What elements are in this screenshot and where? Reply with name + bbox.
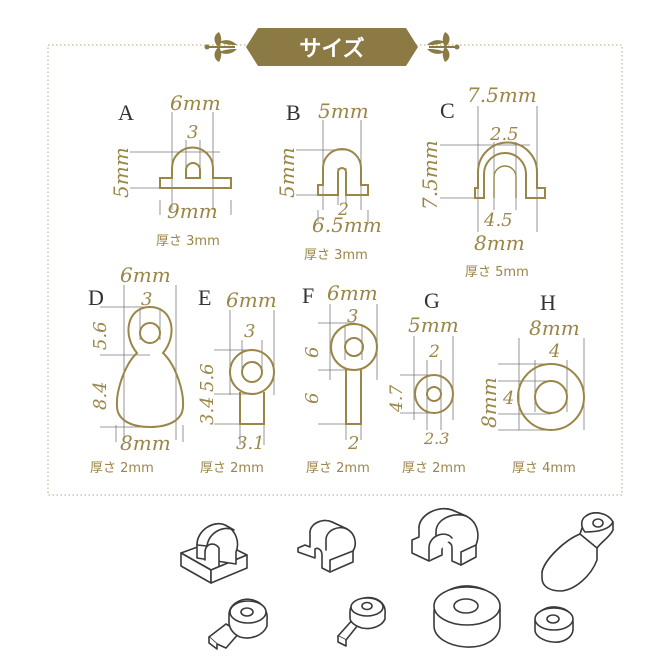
part-e-tab-w: 3.1 — [236, 433, 265, 454]
part-f-ring-h: 6 — [302, 347, 323, 358]
part-h-thickness: 厚さ 4mm — [512, 461, 576, 476]
part-f-hole: 3 — [347, 306, 358, 327]
part-d-diagram: D 6mm 3 5.6 8.4 8mm 厚さ 2mm — [88, 263, 185, 476]
part-g-width: 5mm — [408, 313, 459, 337]
part-e-diagram: E 6mm 3 5.6 3.4 3.1 厚さ 2mm — [197, 285, 277, 476]
part-c-base: 8mm — [474, 231, 525, 255]
part-d-width: 6mm — [120, 263, 171, 287]
part-f-diagram: F 6mm 3 6 6 2 厚さ 2mm — [302, 281, 378, 476]
part-b-slot: 2 — [337, 200, 349, 220]
part-e-3d — [208, 598, 268, 650]
part-d-3d — [541, 512, 614, 592]
part-c-gap: 4.5 — [483, 210, 513, 231]
part-b-diagram: B 5mm 5mm 2 6.5mm 厚さ 3mm — [275, 99, 382, 263]
part-g-thickness: 厚さ 2mm — [402, 461, 466, 476]
part-a-thickness: 厚さ 3mm — [156, 234, 220, 249]
part-d-thickness: 厚さ 2mm — [90, 461, 154, 476]
part-h-width: 8mm — [529, 316, 580, 340]
part-e-tab-h: 3.4 — [197, 396, 218, 425]
part-b-height: 5mm — [275, 147, 299, 198]
part-e-ring-h: 5.6 — [197, 363, 218, 392]
part-b-thickness: 厚さ 3mm — [304, 248, 368, 263]
part-a-base: 9mm — [167, 199, 218, 223]
part-h-3d — [433, 585, 501, 648]
part-e-label: E — [198, 285, 211, 310]
part-d-body-h: 8.4 — [90, 381, 111, 410]
part-a-diagram: A 6mm 3 5mm 9mm 厚さ 3mm — [109, 91, 232, 249]
part-c-thickness: 厚さ 5mm — [465, 265, 529, 280]
part-c-diagram: C 7.5mm 2.5 7.5mm 4.5 8mm 厚さ 5mm — [418, 83, 546, 280]
part-c-height: 7.5mm — [418, 140, 442, 210]
part-h-height: 8mm — [477, 377, 501, 428]
part-c-inner: 2.5 — [489, 124, 519, 145]
part-f-label: F — [302, 283, 314, 308]
part-c-label: C — [440, 98, 455, 123]
part-f-thickness: 厚さ 2mm — [306, 461, 370, 476]
part-g-3d — [534, 606, 574, 643]
header-banner: サイズ — [204, 28, 460, 66]
part-a-3d — [180, 523, 248, 584]
part-e-thickness: 厚さ 2mm — [200, 461, 264, 476]
part-g-height: 4.7 — [387, 385, 407, 413]
part-d-hole: 3 — [141, 289, 152, 310]
part-h-diagram: H 8mm 4 8mm 4 厚さ 4mm — [477, 290, 585, 476]
part-b-3d — [297, 519, 357, 573]
part-d-label: D — [88, 285, 104, 310]
part-a-height: 5mm — [109, 147, 133, 198]
part-e-width: 6mm — [226, 288, 277, 312]
part-e-hole: 3 — [244, 321, 255, 342]
part-b-base: 6.5mm — [312, 213, 382, 237]
part-f-3d — [337, 596, 386, 647]
part-g-label: G — [424, 288, 440, 313]
part-f-stem-w: 2 — [347, 433, 359, 454]
fleur-right-icon — [427, 32, 460, 62]
part-b-label: B — [286, 100, 301, 125]
part-a-label: A — [118, 100, 134, 125]
part-f-stem-h: 6 — [302, 393, 323, 404]
part-h-hole-w: 4 — [548, 341, 560, 362]
part-b-width: 5mm — [318, 99, 369, 123]
part-c-width: 7.5mm — [467, 83, 537, 107]
fleur-left-icon — [204, 32, 237, 62]
part-g-diagram: G 5mm 2 4.7 2.3 厚さ 2mm — [387, 288, 466, 476]
part-h-hole-h: 4 — [502, 388, 514, 409]
part-f-width: 6mm — [327, 281, 378, 305]
page-title: サイズ — [299, 36, 364, 62]
part-d-base: 8mm — [120, 431, 171, 455]
part-a-width: 6mm — [170, 91, 221, 115]
part-c-3d — [411, 508, 479, 566]
part-g-hole: 2 — [428, 342, 440, 362]
part-h-label: H — [540, 290, 556, 315]
part-g-bottom: 2.3 — [423, 429, 449, 448]
part-a-inner: 3 — [187, 122, 198, 143]
part-d-top-h: 5.6 — [90, 321, 111, 350]
